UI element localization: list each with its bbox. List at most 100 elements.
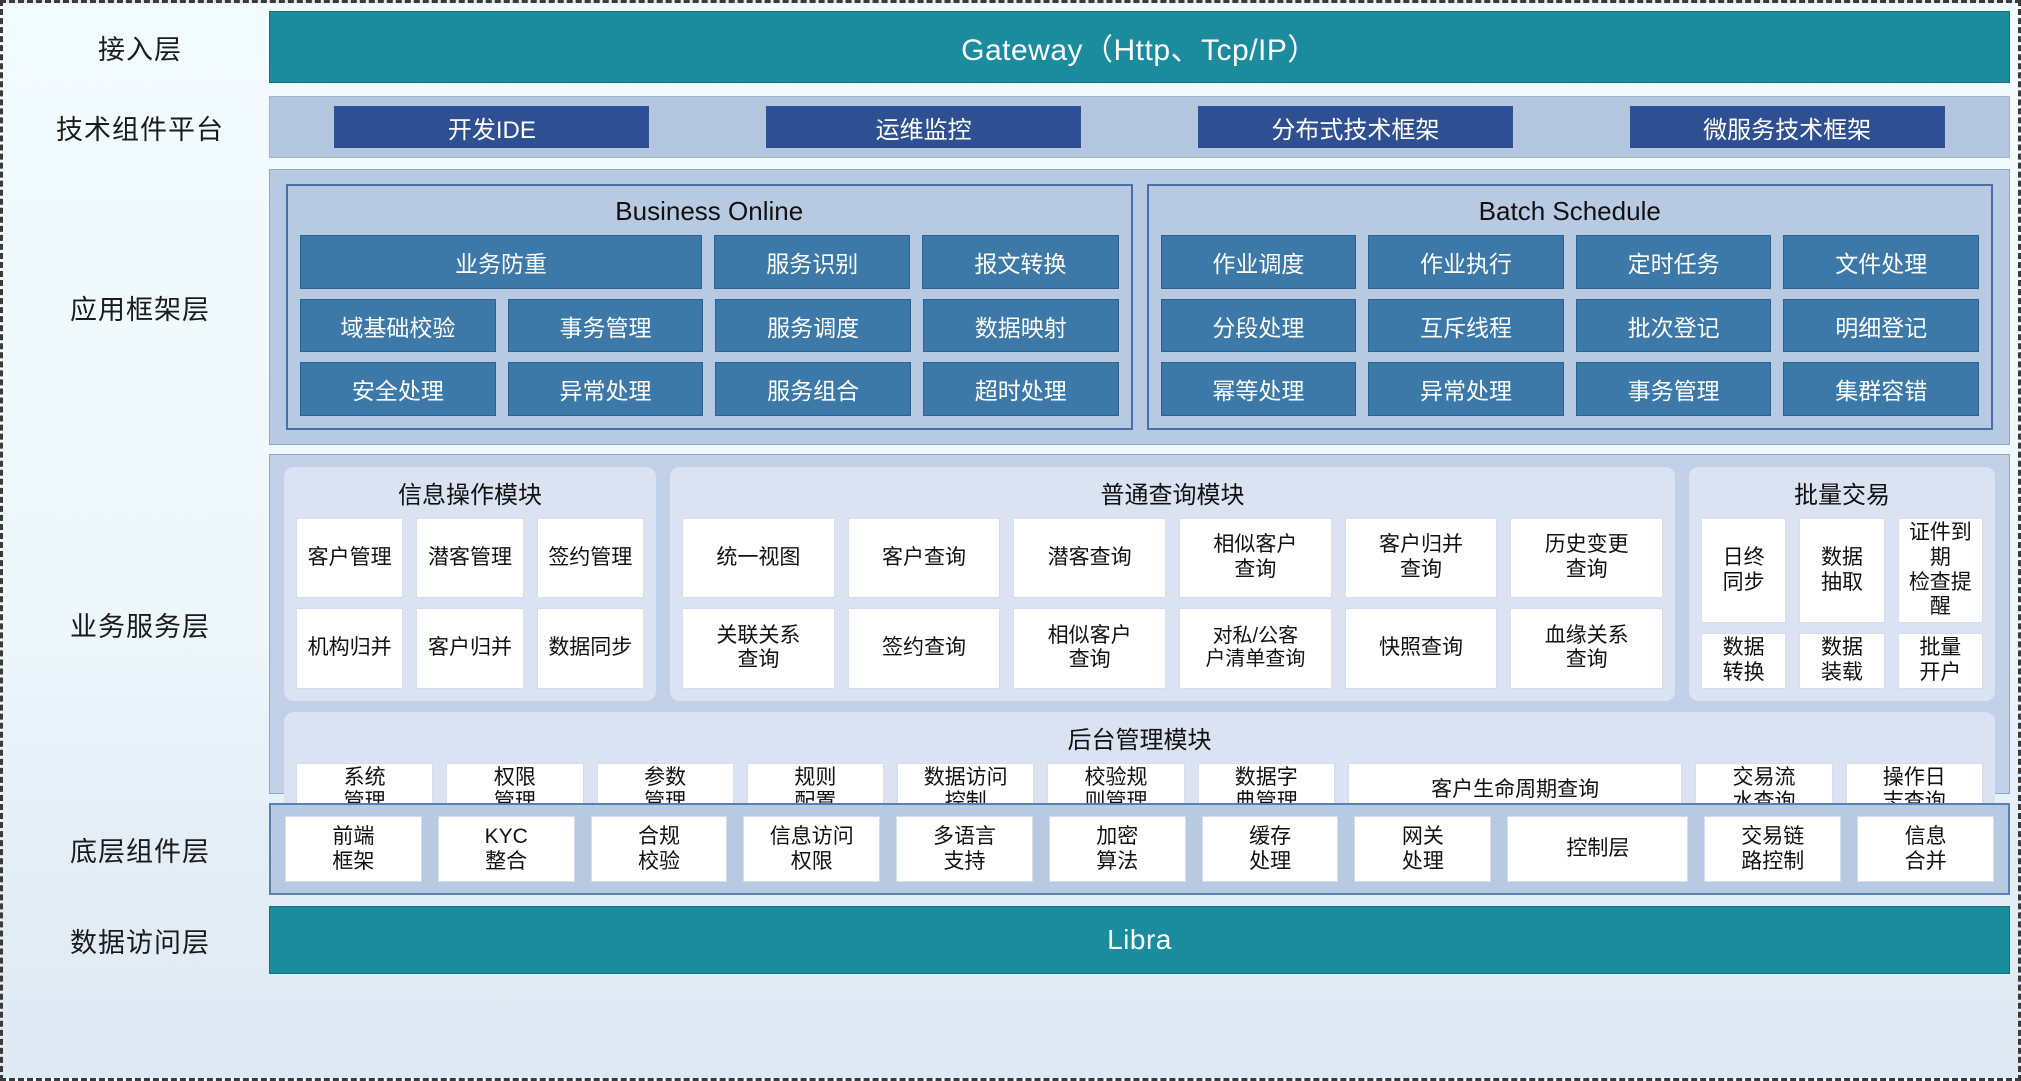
cell-encryption-algorithm[interactable]: 加密算法 [1048,816,1186,882]
cell-contract-query[interactable]: 签约查询 [847,608,1001,689]
cell-customer-merge[interactable]: 客户归并 [416,608,524,689]
business-modules-row: 信息操作模块 客户管理 潜客管理 签约管理 机构归并 客户归并 数据同步 [284,467,1995,701]
fw-cell-cluster-fault-tolerance[interactable]: 集群容错 [1783,362,1979,417]
layer-label-data-access: 数据访问层 [70,927,210,958]
cell-gateway-processing[interactable]: 网关处理 [1354,816,1492,882]
admin-cells-row: 系统管理 权限管理 参数管理 规则配置 数据访问控制 校验规则管理 数据字典管理… [296,762,1983,819]
batch-schedule-grid: 作业调度 作业执行 定时任务 文件处理 分段处理 互斥线程 批次登记 明细登记 … [1160,235,1979,417]
fw-cell-exception-processing[interactable]: 异常处理 [507,362,704,417]
batch-transaction-rows: 日终同步 数据抽取 证件到期检查提醒 数据转换 数据装载 批量开户 [1701,518,1983,689]
cell-private-corporate-list-query[interactable]: 对私/公客户清单查询 [1179,608,1332,689]
tech-platform-strip: 开发IDE 运维监控 分布式技术框架 微服务技术框架 [269,96,2010,158]
layer-label-access: 接入层 [98,34,182,65]
tech-chip-ops-monitor[interactable]: 运维监控 [766,106,1082,148]
layer-label-bottom-components: 底层组件层 [70,836,210,867]
panel-title-admin-module: 后台管理模块 [1067,726,1212,754]
fw-cell-detail-registration[interactable]: 明细登记 [1783,298,1979,353]
layer-label-tech-platform: 技术组件平台 [56,114,224,145]
cell-contract-mgmt[interactable]: 签约管理 [536,518,644,599]
panel-title-batch-transaction: 批量交易 [1794,482,1890,509]
cell-cert-expiry-reminder[interactable]: 证件到期检查提醒 [1897,518,1983,624]
cell-customer-merge-query[interactable]: 客户归并查询 [1344,518,1498,599]
module-row: 关联关系查询 签约查询 相似客户查询 对私/公客户清单查询 快照查询 血缘关系查… [682,608,1664,689]
module-row: 日终同步 数据抽取 证件到期检查提醒 [1701,518,1983,624]
cell-prospect-query[interactable]: 潜客查询 [1013,518,1167,599]
cell-unified-view[interactable]: 统一视图 [682,518,835,599]
panel-info-operation: 信息操作模块 客户管理 潜客管理 签约管理 机构归并 客户归并 数据同步 [284,467,656,701]
panel-general-query: 普通查询模块 统一视图 客户查询 潜客查询 相似客户查询 客户归并查询 历史变更… [670,467,1675,701]
cell-customer-mgmt[interactable]: 客户管理 [296,518,404,599]
fw-cell-domain-validation[interactable]: 域基础校验 [300,298,496,353]
general-query-rows: 统一视图 客户查询 潜客查询 相似客户查询 客户归并查询 历史变更查询 关联关系… [682,518,1664,689]
tech-chip-dev-ide[interactable]: 开发IDE [334,106,650,148]
info-operation-rows: 客户管理 潜客管理 签约管理 机构归并 客户归并 数据同步 [296,518,644,689]
module-row: 统一视图 客户查询 潜客查询 相似客户查询 客户归并查询 历史变更查询 [682,518,1664,599]
fw-cell-scheduled-task[interactable]: 定时任务 [1575,235,1772,289]
fw-cell-business-dedup[interactable]: 业务防重 [300,235,703,289]
framework-row: 作业调度 作业执行 定时任务 文件处理 [1160,235,1979,289]
cell-compliance-check[interactable]: 合规校验 [590,816,728,882]
module-row: 客户管理 潜客管理 签约管理 [296,518,644,599]
cell-data-extraction[interactable]: 数据抽取 [1799,518,1885,624]
fw-cell-service-scheduling[interactable]: 服务调度 [715,298,911,353]
cell-batch-account-open[interactable]: 批量开户 [1897,633,1983,689]
framework-row: 幂等处理 异常处理 事务管理 集群容错 [1160,362,1979,417]
cell-data-sync[interactable]: 数据同步 [536,608,644,689]
cell-org-merge[interactable]: 机构归并 [296,608,404,689]
framework-row: 域基础校验 事务管理 服务调度 数据映射 [300,298,1119,353]
business-service-container: 信息操作模块 客户管理 潜客管理 签约管理 机构归并 客户归并 数据同步 [269,454,2010,831]
fw-cell-transaction-mgmt-batch[interactable]: 事务管理 [1575,362,1772,417]
cell-similar-customer-query-2[interactable]: 相似客户查询 [1013,608,1167,689]
framework-row: 业务防重 服务识别 报文转换 [300,235,1119,289]
cell-frontend-framework[interactable]: 前端框架 [285,816,422,882]
framework-row: 分段处理 互斥线程 批次登记 明细登记 [1160,298,1979,353]
fw-cell-data-mapping[interactable]: 数据映射 [922,298,1119,353]
framework-row: 安全处理 异常处理 服务组合 超时处理 [300,362,1119,417]
panel-title-info-operation: 信息操作模块 [398,482,542,509]
layer-label-business-service: 业务服务层 [70,611,210,642]
cell-info-merge[interactable]: 信息合并 [1857,816,1994,882]
cell-similar-customer-query[interactable]: 相似客户查询 [1179,518,1332,599]
cell-control-layer[interactable]: 控制层 [1507,816,1689,882]
cell-cache-processing[interactable]: 缓存处理 [1201,816,1339,882]
fw-cell-job-execution[interactable]: 作业执行 [1368,235,1564,289]
fw-cell-service-recognition[interactable]: 服务识别 [714,235,911,289]
cell-eod-sync[interactable]: 日终同步 [1701,518,1787,624]
panel-title-business-online: Business Online [615,196,804,226]
module-row: 数据转换 数据装载 批量开户 [1701,633,1983,689]
cell-history-change-query[interactable]: 历史变更查询 [1510,518,1664,599]
module-row: 机构归并 客户归并 数据同步 [296,608,644,689]
fw-cell-batch-registration[interactable]: 批次登记 [1575,298,1772,353]
fw-cell-segment-processing[interactable]: 分段处理 [1160,298,1357,353]
fw-cell-exception-processing-batch[interactable]: 异常处理 [1368,362,1564,417]
cell-relation-query[interactable]: 关联关系查询 [682,608,835,689]
layer-grid: 接入层 Gateway（Http、Tcp/IP） 技术组件平台 开发IDE 运维… [11,9,2010,1072]
cell-lineage-query[interactable]: 血缘关系查询 [1510,608,1664,689]
fw-cell-timeout-processing[interactable]: 超时处理 [922,362,1119,417]
panel-admin-module: 后台管理模块 系统管理 权限管理 参数管理 规则配置 数据访问控制 校验规则管理… [284,711,1995,831]
tech-chip-microservice-framework[interactable]: 微服务技术框架 [1629,106,1945,148]
cell-data-transform[interactable]: 数据转换 [1701,633,1787,689]
cell-multilanguage-support[interactable]: 多语言支持 [896,816,1033,882]
fw-cell-security-processing[interactable]: 安全处理 [300,362,496,417]
fw-cell-transaction-mgmt[interactable]: 事务管理 [507,298,704,353]
fw-cell-service-composition[interactable]: 服务组合 [715,362,911,417]
fw-cell-file-processing[interactable]: 文件处理 [1783,235,1979,289]
panel-title-batch-schedule: Batch Schedule [1478,196,1661,226]
fw-cell-message-conversion[interactable]: 报文转换 [922,235,1119,289]
business-online-grid: 业务防重 服务识别 报文转换 域基础校验 事务管理 服务调度 数据映射 安全处理… [300,235,1119,417]
fw-cell-idempotent-processing[interactable]: 幂等处理 [1160,362,1357,417]
cell-prospect-mgmt[interactable]: 潜客管理 [416,518,524,599]
libra-bar: Libra [269,906,2010,974]
panel-batch-schedule: Batch Schedule 作业调度 作业执行 定时任务 文件处理 分段处理 … [1146,184,1993,430]
cell-data-load[interactable]: 数据装载 [1799,633,1885,689]
tech-chip-distributed-framework[interactable]: 分布式技术框架 [1197,106,1513,148]
cell-customer-query[interactable]: 客户查询 [847,518,1001,599]
fw-cell-job-scheduling[interactable]: 作业调度 [1160,235,1357,289]
fw-cell-mutex-thread[interactable]: 互斥线程 [1368,298,1564,353]
cell-transaction-chain-control[interactable]: 交易链路控制 [1704,816,1842,882]
cell-info-access-permission[interactable]: 信息访问权限 [743,816,881,882]
cell-snapshot-query[interactable]: 快照查询 [1344,608,1498,689]
